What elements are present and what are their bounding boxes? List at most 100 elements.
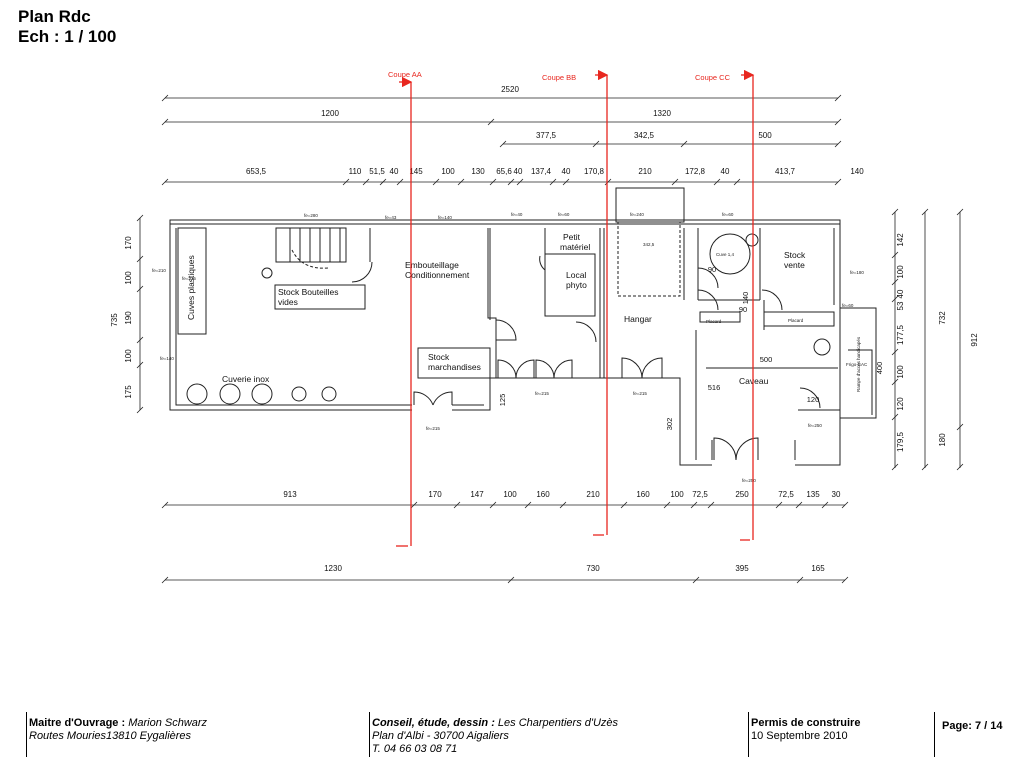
dim-row4-12: 210: [638, 167, 652, 176]
dim-row2-1: 1320: [653, 109, 671, 118]
vertical-dimension-labels: 735 170 100 190 100 175 142 100 40 53 17…: [110, 233, 979, 452]
dim-bottom1-1: 170: [428, 490, 442, 499]
dim-right1-0: 142: [896, 233, 905, 247]
floor-plan: 2520 1200 1320 377,5 342,5 500 653,5 110…: [110, 69, 979, 584]
section-cut-labels: Coupe AA Coupe BB Coupe CC: [388, 70, 731, 82]
dim-right1-6: 120: [896, 397, 905, 411]
dim-right2-0: 732: [938, 311, 947, 325]
dim-left-3: 190: [124, 311, 133, 325]
dim-inner-8: 500: [760, 355, 773, 364]
dim-inner-0: 125: [498, 394, 507, 407]
dim-inner-4: 140: [741, 292, 750, 305]
dim-bottom1-11: 135: [806, 490, 820, 499]
dim-bottom1-5: 210: [586, 490, 600, 499]
dim-inner-7: 120: [807, 395, 820, 404]
dim-total: 2520: [501, 85, 519, 94]
dim-right1-2: 40: [896, 289, 905, 298]
room-labels: Cuves plastiques Stock Bouteilles vides …: [186, 232, 806, 386]
designer-phone: T. 04 66 03 08 71: [372, 743, 458, 755]
note-18: Cuve 1,4: [716, 252, 735, 257]
dim-inner-3: 90: [708, 265, 716, 274]
dim-row3-1: 342,5: [634, 131, 655, 140]
dim-row3-0: 377,5: [536, 131, 557, 140]
room-local-phyto-1: Local: [566, 270, 586, 280]
note-9: fe=215: [426, 426, 440, 431]
room-embouteillage-1: Embouteillage: [405, 260, 459, 270]
note-10: fe=215: [182, 276, 196, 281]
room-stock-marchandises-1: Stock: [428, 352, 450, 362]
scale-label: Ech : 1 / 100: [18, 27, 117, 46]
dim-row4-0: 653,5: [246, 167, 267, 176]
plan-title: Plan Rdc: [18, 7, 91, 26]
dim-bottom1-0: 913: [283, 490, 297, 499]
room-local-phyto-2: phyto: [566, 280, 587, 290]
dim-row4-3: 40: [390, 167, 399, 176]
dim-row4-4: 145: [409, 167, 423, 176]
note-22: Frigo GAC: [846, 362, 868, 367]
dim-bottom2-3: 165: [811, 564, 825, 573]
note-8: fe=215: [633, 391, 647, 396]
dim-row4-8: 40: [514, 167, 523, 176]
room-stock-bouteilles-1: Stock Bouteilles: [278, 287, 338, 297]
note-17: 342,5: [643, 242, 655, 247]
inner-dimension-labels: 125 302 516 90 140 90 400 120 500: [498, 265, 884, 430]
note-0: fe=280: [304, 213, 318, 218]
dim-row4-7: 65,6: [496, 167, 512, 176]
room-stock-marchandises-2: marchandises: [428, 362, 481, 372]
owner-block: Maitre d'Ouvrage : Marion Schwarz Routes…: [26, 712, 356, 757]
note-6: fe=60: [722, 212, 734, 217]
section-cuts: [396, 69, 755, 547]
dim-row4-13: 172,8: [685, 167, 706, 176]
designer-address: Plan d'Albi - 30700 Aigaliers: [372, 730, 509, 742]
room-petit-materiel-1: Petit: [563, 232, 581, 242]
room-embouteillage-2: Conditionnement: [405, 270, 470, 280]
dim-row4-9: 137,4: [531, 167, 552, 176]
note-5: fe=240: [630, 212, 644, 217]
dim-bottom1-2: 147: [470, 490, 484, 499]
dim-bottom1-4: 160: [536, 490, 550, 499]
dim-bottom2-2: 395: [735, 564, 749, 573]
dim-row4-15: 413,7: [775, 167, 796, 176]
small-annotations: fe=280 fe=43 fe=140 fe=40 fe=60 fe=240 f…: [152, 212, 868, 483]
dim-bottom1-7: 100: [670, 490, 684, 499]
note-12: fe=210: [152, 268, 166, 273]
dim-row4-16: 140: [850, 167, 864, 176]
dimension-labels: 2520 1200 1320 377,5 342,5 500 653,5 110…: [246, 85, 864, 573]
room-cuves-plastiques: Cuves plastiques: [186, 255, 196, 320]
dim-left-2: 100: [124, 271, 133, 285]
room-cuverie-inox: Cuverie inox: [222, 374, 270, 384]
room-stock-vente-2: vente: [784, 260, 805, 270]
dim-row4-6: 130: [471, 167, 485, 176]
note-15: fe=250: [808, 423, 822, 428]
note-16: fe=250: [742, 478, 756, 483]
dim-row4-10: 40: [562, 167, 571, 176]
dim-right1-4: 177,5: [896, 324, 905, 345]
note-3: fe=40: [511, 212, 523, 217]
note-13: fe=180: [850, 270, 864, 275]
room-hangar: Hangar: [624, 314, 652, 324]
dim-left-5: 175: [124, 385, 133, 399]
dimension-lines: [136, 94, 964, 584]
dim-row4-1: 110: [349, 167, 362, 176]
dim-bottom1-6: 160: [636, 490, 650, 499]
dim-row2-0: 1200: [321, 109, 339, 118]
note-14: fe=60: [842, 303, 854, 308]
room-caveau: Caveau: [739, 376, 769, 386]
dim-inner-6: 400: [875, 362, 884, 375]
note-7: fe=215: [535, 391, 549, 396]
note-2: fe=140: [438, 215, 452, 220]
note-21: Rampe d'accès handicapés: [856, 336, 861, 392]
dim-bottom2-1: 730: [586, 564, 600, 573]
dim-left-4: 100: [124, 349, 133, 363]
permit-label: Permis de construire: [751, 717, 861, 729]
designer-name: Les Charpentiers d'Uzès: [497, 717, 619, 729]
page-block: Page: 7 / 14: [934, 712, 1019, 757]
cut-label-aa: Coupe AA: [388, 70, 422, 79]
dim-bottom2-0: 1230: [324, 564, 342, 573]
dim-inner-1: 302: [665, 418, 674, 431]
note-19: Placard: [706, 319, 722, 324]
dim-bottom1-12: 30: [832, 490, 841, 499]
owner-address: Routes Mouries13810 Eygalières: [29, 730, 192, 742]
dim-right2-2: 180: [938, 433, 947, 447]
dim-bottom1-8: 72,5: [692, 490, 708, 499]
